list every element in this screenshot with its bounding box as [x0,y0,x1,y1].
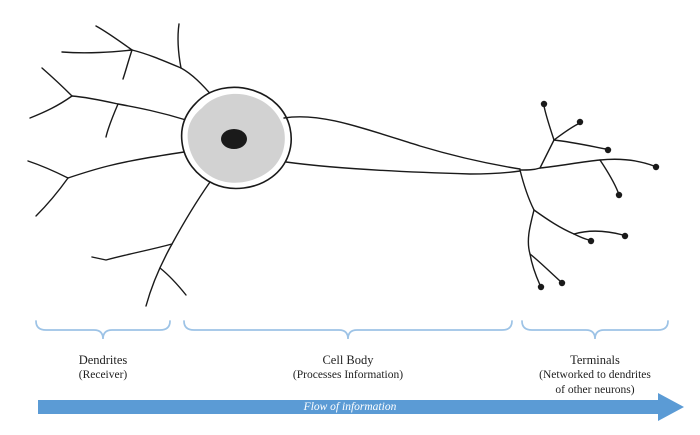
terminal-path [573,233,590,241]
nucleus [221,129,247,149]
dendrite-path [61,49,133,54]
terminal-path [573,230,624,236]
flow-arrow-label: Flow of information [303,401,397,413]
terminals-label: Terminals (Networked to dendrites of oth… [510,352,680,398]
axon-bottom-line [285,161,521,175]
terminal-bouton-dot [558,279,566,287]
terminal-bouton-dot [576,118,584,126]
terminal-bouton-dot [615,191,623,199]
terminal-path [533,209,575,235]
dendrite-path [177,23,182,69]
terminal-path [539,158,655,169]
terminal-path [599,159,619,193]
terminal-path [527,209,541,286]
terminal-path [543,105,555,141]
terminals-label-subtitle-line2: of other neurons) [555,384,635,397]
dendrite-path [71,95,187,121]
cell-body-label: Cell Body (Processes Information) [248,352,448,383]
dendrite-path [67,151,185,179]
dendrite-path [91,243,173,261]
cell-body-drawing [180,86,292,190]
cell-body-label-title: Cell Body [322,353,374,367]
terminal-path [529,253,561,282]
dendrites-label-title: Dendrites [78,353,128,367]
dendrite-path [159,267,187,296]
terminal-bouton-dot [652,163,660,171]
terminal-path [519,167,541,171]
terminal-path [553,139,607,150]
terminal-bouton-dot [540,100,548,108]
terminals-drawing [519,100,660,291]
terminal-bouton-dot [621,232,629,240]
brace-terminals [521,320,669,340]
flow-arrow [38,393,684,421]
dendrite-path [27,160,69,179]
terminal-path [539,139,555,169]
terminal-bouton-dot [604,146,612,154]
braces [35,320,669,340]
axon-drawing [283,116,521,175]
dendrite-path [35,177,69,217]
dendrites-label-subtitle: (Receiver) [78,369,128,382]
brace-dendrites [35,320,171,340]
dendrites-label: Dendrites (Receiver) [43,352,163,383]
dendrite-path [122,49,133,80]
dendrite-path [105,103,119,138]
terminal-path [519,169,535,211]
terminal-bouton-dot [537,283,545,291]
brace-cell-body [183,320,513,340]
terminal-bouton-dot [587,237,595,245]
cell-body-label-subtitle: (Processes Information) [292,369,404,382]
terminals-label-title: Terminals [570,353,620,367]
dendrite-path [29,95,73,119]
dendrite-path [95,25,133,51]
dendrites-drawing [27,23,215,307]
terminal-path [553,123,579,141]
axon-top-line [283,116,521,170]
dendrite-path [145,181,211,307]
dendrite-path [131,49,182,69]
dendrite-path [41,67,73,97]
terminals-label-subtitle-line1: (Networked to dendrites [539,369,651,382]
